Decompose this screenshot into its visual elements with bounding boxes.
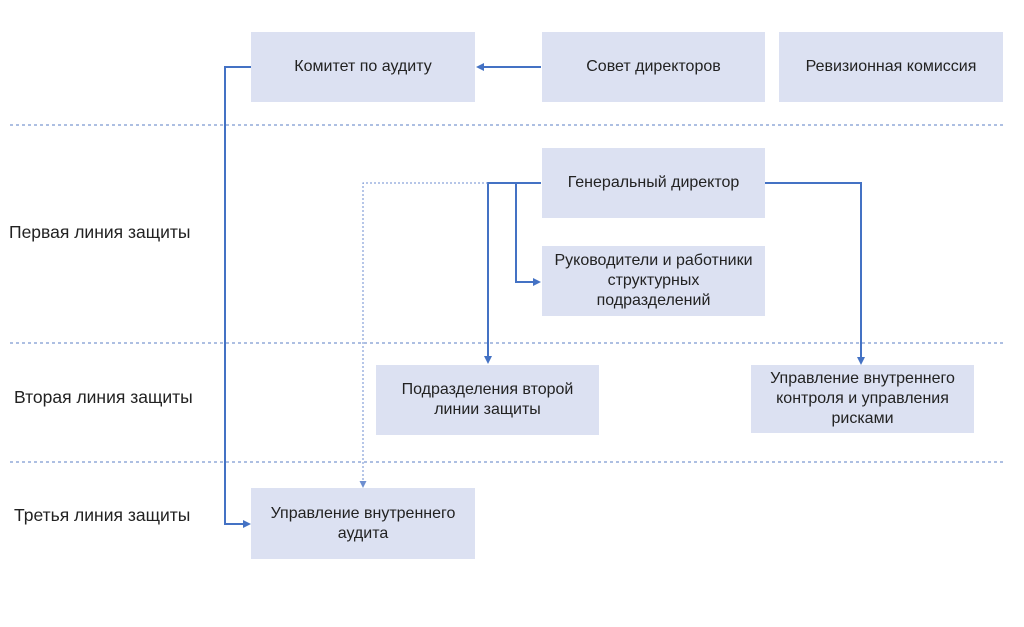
board-of-directors-box: Совет директоров bbox=[542, 32, 765, 102]
audit-committee-box: Комитет по аудиту bbox=[251, 32, 475, 102]
arrow-audit-committee-to-internal-audit bbox=[224, 66, 251, 528]
ceo-box: Генеральный директор bbox=[542, 148, 765, 218]
second-line-label: Вторая линия защиты bbox=[14, 387, 193, 407]
arrow-ceo-to-internal-control bbox=[765, 182, 865, 365]
second-line-units-box: Подразделения второй линии защиты bbox=[376, 365, 599, 435]
internal-audit-box: Управление внутреннего аудита bbox=[251, 488, 475, 559]
revision-commission-box: Ревизионная комиссия bbox=[779, 32, 1003, 102]
arrow-ceo-to-heads bbox=[515, 183, 541, 286]
third-line-label: Третья линия защиты bbox=[14, 505, 191, 525]
heads-and-employees-box: Руководители и работники структурных под… bbox=[542, 246, 765, 316]
first-line-label: Первая линия защиты bbox=[9, 222, 191, 242]
dotted-arrow-ceo-to-internal-audit bbox=[359, 182, 488, 488]
arrow-ceo-to-second-line-units bbox=[484, 182, 541, 364]
internal-control-box: Управление внутреннего контроля и управл… bbox=[751, 365, 974, 433]
